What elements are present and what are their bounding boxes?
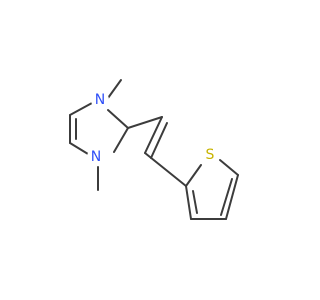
molecule-structure-diagram: N N S	[69, 79, 239, 220]
bond-vinyl-double	[150, 122, 168, 159]
bond-c2t-s1	[185, 164, 202, 187]
atom-s1-label: S	[206, 147, 215, 163]
atom-n3-label: N	[91, 149, 101, 165]
bond-c3t-c2t-double	[192, 190, 198, 214]
bond-c2-n3	[113, 127, 129, 153]
bond-c3t-c2t	[185, 185, 192, 220]
bond-vinyl-single	[144, 116, 163, 154]
bond-c5t-c4t	[225, 174, 239, 220]
bond-n1-methyl	[107, 79, 122, 99]
bond-c5t-c4t-double	[220, 178, 233, 216]
bond-c2-vinyl	[127, 116, 163, 129]
atom-n1-label: N	[95, 92, 105, 108]
atom-s1: S	[201, 146, 219, 164]
bond-vinyl-thiophene	[144, 152, 187, 187]
bond-c5-n1	[69, 102, 93, 116]
bond-n1-c2	[107, 109, 129, 129]
atom-n3: N	[87, 148, 105, 166]
bond-s1-c5t	[219, 159, 239, 176]
bond-n3-c4	[69, 142, 89, 155]
atom-n1: N	[91, 91, 109, 109]
